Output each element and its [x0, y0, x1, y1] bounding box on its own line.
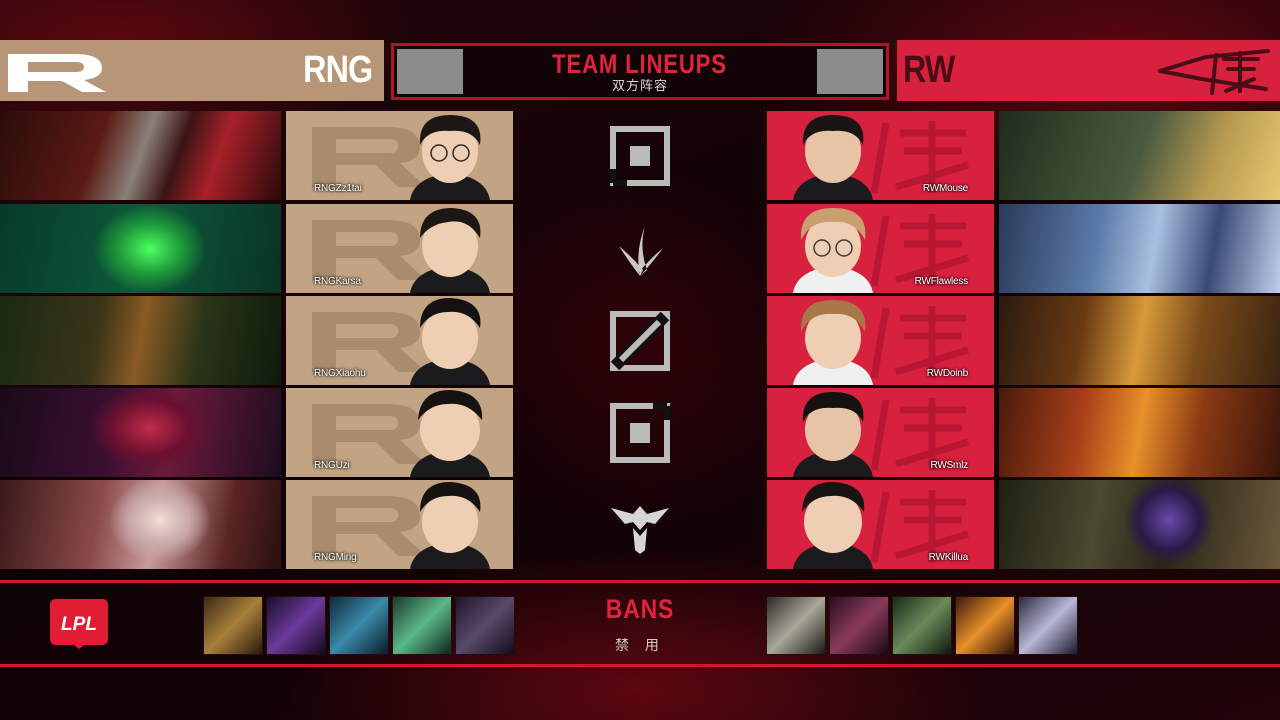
left-player-name: RNGMing	[314, 552, 357, 563]
right-team-header: RW	[897, 40, 1280, 101]
right-player-name: RWFlawless	[914, 276, 969, 287]
left-champion-splash	[0, 296, 281, 385]
page-subtitle: 双方阵容	[611, 78, 668, 93]
right-champion-splash	[999, 204, 1280, 293]
left-player-card: RNGZz1tai	[286, 111, 513, 200]
player-photo	[410, 208, 490, 293]
left-ban-3	[329, 596, 389, 655]
left-player-card: RNGMing	[286, 480, 513, 569]
lineup-row-4: RNGUzi RWSmlz	[0, 388, 1280, 477]
page-title: TEAM LINEUPS	[552, 49, 728, 79]
right-champion-splash	[999, 388, 1280, 477]
left-player-card: RNGXiaohu	[286, 296, 513, 385]
player-photo	[793, 300, 873, 385]
right-player-name: RWMouse	[922, 183, 968, 194]
left-player-name: RNGXiaohu	[314, 368, 366, 379]
player-photo	[410, 115, 490, 200]
mid-lane-icon	[610, 311, 670, 371]
right-player-card: RWMouse	[767, 111, 994, 200]
lpl-logo-text: LPL	[61, 614, 97, 635]
player-photo	[793, 115, 873, 200]
rng-watermark-icon	[312, 496, 426, 556]
rw-watermark-icon	[870, 214, 970, 287]
rng-watermark-icon	[312, 220, 426, 280]
divider-top	[0, 580, 1280, 583]
right-player-name: RWKillua	[928, 552, 969, 563]
title-decor-left	[397, 49, 463, 94]
left-ban-4	[392, 596, 452, 655]
support-icon	[611, 506, 669, 554]
right-champion-splash	[999, 480, 1280, 569]
lineup-row-1: RNGZz1tai RWMouse	[0, 111, 1280, 200]
rng-watermark-icon	[312, 312, 426, 372]
right-player-card: RWKillua	[767, 480, 994, 569]
lineup-row-3: RNGXiaohu RWDoinb	[0, 296, 1280, 385]
left-team-name: RNG	[302, 49, 373, 91]
left-team-header: RNG	[0, 40, 384, 101]
player-photo	[793, 208, 873, 293]
right-champion-splash	[999, 296, 1280, 385]
right-ban-2	[829, 596, 889, 655]
right-ban-3	[892, 596, 952, 655]
left-player-card: RNGUzi	[286, 388, 513, 477]
player-photo	[793, 482, 873, 569]
lpl-logo-icon: LPL	[50, 599, 108, 649]
left-champion-splash	[0, 111, 281, 200]
left-player-name: RNGUzi	[314, 460, 350, 471]
rw-watermark-icon	[870, 398, 970, 471]
right-player-card: RWFlawless	[767, 204, 994, 293]
bans-title: BANS	[605, 594, 675, 624]
top-lane-icon	[610, 126, 670, 186]
rw-logo-icon	[1158, 49, 1270, 95]
right-player-name: RWSmlz	[930, 460, 968, 471]
rw-watermark-icon	[870, 306, 970, 379]
left-ban-2	[266, 596, 326, 655]
left-ban-1	[203, 596, 263, 655]
right-ban-1	[766, 596, 826, 655]
rw-watermark-icon	[870, 490, 970, 563]
rng-watermark-icon	[312, 404, 426, 464]
bans-subtitle: 禁 用	[615, 637, 665, 653]
rng-logo-icon	[4, 48, 108, 94]
lineup-title-box: TEAM LINEUPS 双方阵容	[391, 43, 889, 100]
rw-watermark-icon	[870, 121, 970, 194]
left-player-name: RNGZz1tai	[314, 183, 362, 194]
right-player-card: RWSmlz	[767, 388, 994, 477]
right-player-card: RWDoinb	[767, 296, 994, 385]
divider-bottom	[0, 664, 1280, 667]
lineup-row-5: RNGMing RWKillua	[0, 480, 1280, 569]
bot-lane-icon	[610, 403, 670, 463]
left-player-card: RNGKarsa	[286, 204, 513, 293]
right-team-name: RW	[903, 49, 955, 91]
player-photo	[410, 298, 490, 385]
rng-watermark-icon	[312, 127, 426, 187]
left-champion-splash	[0, 480, 281, 569]
right-champion-splash	[999, 111, 1280, 200]
player-photo	[410, 390, 490, 477]
left-champion-splash	[0, 204, 281, 293]
jungle-icon	[619, 226, 663, 276]
right-ban-5	[1018, 596, 1078, 655]
left-player-name: RNGKarsa	[314, 276, 361, 287]
player-photo	[793, 392, 873, 477]
right-player-name: RWDoinb	[926, 368, 968, 379]
title-decor-right	[817, 49, 883, 94]
player-photo	[410, 482, 490, 569]
lineup-row-2: RNGKarsa RWFlawless	[0, 204, 1280, 293]
right-ban-4	[955, 596, 1015, 655]
left-champion-splash	[0, 388, 281, 477]
left-ban-5	[455, 596, 515, 655]
